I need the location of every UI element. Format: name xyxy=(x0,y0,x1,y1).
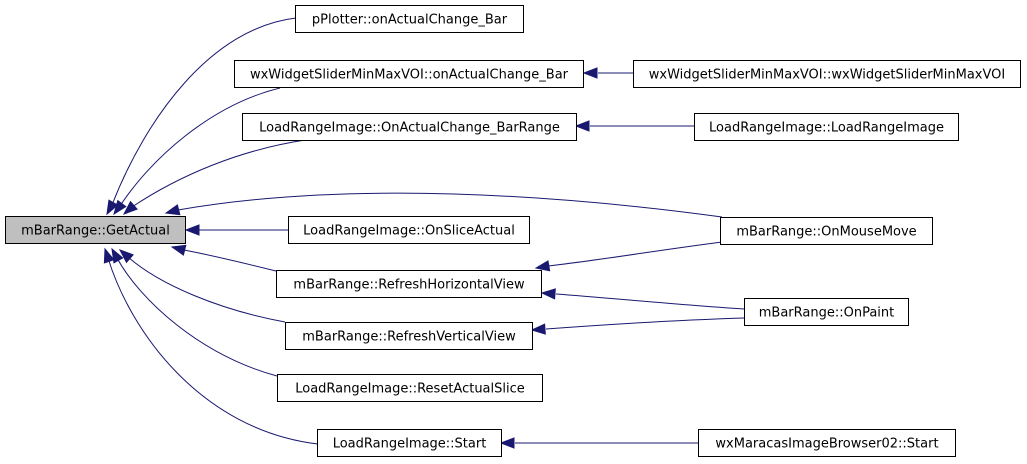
arrowhead-icon xyxy=(111,247,124,264)
node-box xyxy=(694,113,959,141)
node-box xyxy=(277,374,543,402)
edge-line xyxy=(183,249,281,273)
edge-line xyxy=(547,241,723,267)
node-label: LoadRangeImage::OnActualChange_BarRange xyxy=(259,121,560,136)
arrowhead-icon xyxy=(103,247,115,264)
arrowhead-icon xyxy=(184,224,200,236)
node-label: pPlotter::onActualChange_Bar xyxy=(312,13,508,28)
arrowhead-icon xyxy=(118,249,134,264)
node-mouse-move[interactable]: mBarRange::OnMouseMove xyxy=(720,217,933,245)
edges-layer xyxy=(103,17,745,449)
node-box xyxy=(720,217,933,245)
node-label: wxWidgetSliderMinMaxVOI::wxWidgetSliderM… xyxy=(649,68,1005,83)
node-on-paint[interactable]: mBarRange::OnPaint xyxy=(744,298,909,326)
edge-line xyxy=(119,87,281,207)
node-box xyxy=(295,5,524,33)
edge-lri_ctor-to-lri_change_range xyxy=(574,120,694,132)
node-refresh-v[interactable]: mBarRange::RefreshVerticalView xyxy=(285,322,533,350)
node-lri-slice-actual[interactable]: LoadRangeImage::OnSliceActual xyxy=(288,216,530,244)
edge-on_paint-to-refresh_v xyxy=(530,317,745,335)
node-pplotter[interactable]: pPlotter::onActualChange_Bar xyxy=(295,5,524,33)
node-box xyxy=(288,216,530,244)
node-refresh-h[interactable]: mBarRange::RefreshHorizontalView xyxy=(276,270,542,298)
edge-lri_start-to-root xyxy=(103,247,319,445)
edge-refresh_v-to-root xyxy=(118,249,286,323)
node-wxmaracas-start[interactable]: wxMaracasImageBrowser02::Start xyxy=(698,429,956,457)
edge-line xyxy=(127,256,286,323)
edge-refresh_h-to-root xyxy=(170,244,281,273)
node-lri-change-range[interactable]: LoadRangeImage::OnActualChange_BarRange xyxy=(242,113,577,141)
node-box xyxy=(698,429,956,457)
edge-mouse_move-to-refresh_h xyxy=(534,241,723,272)
arrowhead-icon xyxy=(582,67,598,79)
node-box xyxy=(276,270,542,298)
node-label: mBarRange::GetActual xyxy=(21,224,170,239)
edge-lri_reset-to-root xyxy=(111,247,278,377)
node-lri-reset[interactable]: LoadRangeImage::ResetActualSlice xyxy=(277,374,543,402)
node-label: LoadRangeImage::LoadRangeImage xyxy=(709,121,944,136)
arrowhead-icon xyxy=(574,120,590,132)
arrowhead-icon xyxy=(164,204,181,216)
node-label: LoadRangeImage::OnSliceActual xyxy=(303,224,515,239)
edge-lri_change_range-to-root xyxy=(122,139,306,215)
arrowhead-icon xyxy=(113,199,127,216)
edge-on_paint-to-refresh_h xyxy=(540,288,745,310)
node-label: mBarRange::OnMouseMove xyxy=(736,225,916,240)
node-label: LoadRangeImage::Start xyxy=(333,437,487,452)
edge-wxslider_ctor-to-wxslider_change xyxy=(582,67,633,79)
node-wxslider-change[interactable]: wxWidgetSliderMinMaxVOI::onActualChange_… xyxy=(234,60,584,88)
node-label: mBarRange::OnPaint xyxy=(759,306,895,321)
edge-lri_slice_actual-to-root xyxy=(184,224,288,236)
node-box xyxy=(744,298,909,326)
arrowhead-icon xyxy=(170,244,187,256)
edge-line xyxy=(555,293,745,310)
nodes-layer: mBarRange::GetActual pPlotter::onActualCh… xyxy=(5,5,1021,457)
edge-line xyxy=(131,139,306,208)
arrowhead-icon xyxy=(499,437,515,449)
node-label: LoadRangeImage::ResetActualSlice xyxy=(295,382,525,397)
node-lri-start[interactable]: LoadRangeImage::Start xyxy=(317,429,502,457)
node-box xyxy=(234,60,584,88)
edge-pplotter-to-root xyxy=(106,17,297,216)
edge-line xyxy=(107,257,319,445)
arrowhead-icon xyxy=(534,260,551,272)
node-box xyxy=(5,216,186,244)
node-lri-ctor[interactable]: LoadRangeImage::LoadRangeImage xyxy=(694,113,959,141)
edge-line xyxy=(545,317,745,330)
edge-line xyxy=(177,192,723,218)
node-box xyxy=(633,60,1021,88)
node-wxslider-ctor[interactable]: wxWidgetSliderMinMaxVOI::wxWidgetSliderM… xyxy=(633,60,1021,88)
arrowhead-icon xyxy=(106,199,119,216)
arrowhead-icon xyxy=(122,200,138,215)
node-box xyxy=(317,429,502,457)
edge-wxslider_change-to-root xyxy=(113,87,281,216)
arrowhead-icon xyxy=(540,288,556,300)
edge-line xyxy=(116,257,278,377)
arrowhead-icon xyxy=(530,323,546,335)
node-label: mBarRange::RefreshHorizontalView xyxy=(293,278,525,293)
edge-line xyxy=(111,17,297,206)
node-label: wxMaracasImageBrowser02::Start xyxy=(715,437,938,452)
node-box xyxy=(285,322,533,350)
edge-wxmaracas_start-to-lri_start xyxy=(499,437,698,449)
edge-mouse_move-to-root xyxy=(164,192,723,218)
node-box xyxy=(242,113,577,141)
node-label: wxWidgetSliderMinMaxVOI::onActualChange_… xyxy=(250,68,569,83)
node-root[interactable]: mBarRange::GetActual xyxy=(5,216,186,244)
node-label: mBarRange::RefreshVerticalView xyxy=(302,330,516,345)
